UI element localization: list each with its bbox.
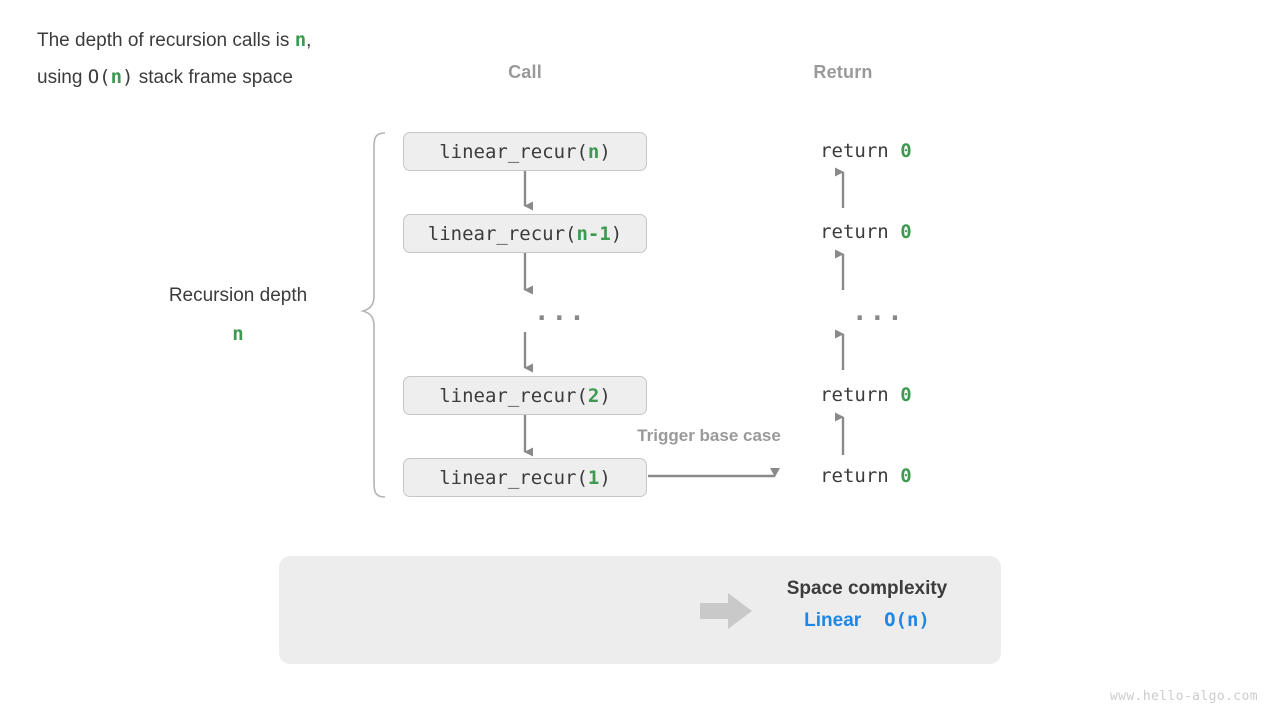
call-frame-fn: linear_recur( <box>427 222 577 245</box>
call-frame-fn: linear_recur( <box>439 384 588 407</box>
return-keyword: return <box>820 221 901 243</box>
return-statement: return 0 <box>774 199 912 265</box>
summary-line-2: using O(n) stack frame space <box>37 59 311 96</box>
column-header-return: Return <box>813 62 873 82</box>
recursion-depth-label: Recursion depth <box>168 285 308 306</box>
return-value: 0 <box>900 384 912 406</box>
summary-result-value: Linear O(n) <box>787 609 948 632</box>
call-frame-arg: n <box>587 140 600 163</box>
summary-line2-bigo-open: O( <box>87 66 111 88</box>
return-value: 0 <box>900 221 912 243</box>
call-frame-arg: 1 <box>587 466 600 489</box>
summary-result: Space complexity Linear O(n) <box>787 578 948 632</box>
call-frame-box[interactable]: linear_recur(n) <box>403 132 647 171</box>
call-frame-box[interactable]: linear_recur(n-1) <box>403 214 647 253</box>
call-frame-close: ) <box>599 140 611 163</box>
return-column-ellipsis: ... <box>781 267 905 357</box>
summary-line2-post: stack frame space <box>133 67 293 88</box>
watermark: www.hello-algo.com <box>1109 689 1258 704</box>
summary-line1-pre: The depth of recursion calls is <box>37 30 295 51</box>
return-statement: return 0 <box>774 362 912 428</box>
summary-line1-var: n <box>294 29 307 51</box>
return-keyword: return <box>820 465 901 487</box>
summary-line2-pre: using <box>37 67 88 88</box>
return-value: 0 <box>900 140 912 162</box>
summary-line2-var: n <box>110 66 123 88</box>
summary-line2-bigo-close: ) <box>122 66 134 88</box>
summary-result-title: Space complexity <box>786 578 948 599</box>
summary-panel <box>279 556 1001 664</box>
summary-line1-post: , <box>306 30 312 51</box>
return-value: 0 <box>900 465 912 487</box>
call-column-ellipsis: ... <box>463 267 587 357</box>
complexity-notation <box>861 609 884 631</box>
recursion-depth-value: n <box>232 323 244 345</box>
complexity-label: Linear <box>804 610 862 631</box>
call-frame-box[interactable]: linear_recur(1) <box>403 458 647 497</box>
call-frame-arg: n-1 <box>576 222 611 245</box>
call-frame-fn: linear_recur( <box>439 466 588 489</box>
call-frame-close: ) <box>610 222 623 245</box>
return-statement: return 0 <box>774 118 912 184</box>
trigger-base-case-label: Trigger base case <box>637 426 781 445</box>
recursion-depth-brace <box>360 132 386 498</box>
call-frame-arg: 2 <box>587 384 600 407</box>
call-frame-close: ) <box>599 384 611 407</box>
return-statement: return 0 <box>774 443 912 509</box>
call-frame-fn: linear_recur( <box>439 140 588 163</box>
call-frame-box[interactable]: linear_recur(2) <box>403 376 647 415</box>
return-keyword: return <box>820 384 901 406</box>
summary-line-1: The depth of recursion calls is n, <box>37 22 311 59</box>
summary-arrow-icon <box>700 593 752 629</box>
return-keyword: return <box>820 140 901 162</box>
summary-description: The depth of recursion calls is n, using… <box>37 22 311 96</box>
column-header-call: Call <box>508 62 542 82</box>
call-frame-close: ) <box>599 466 611 489</box>
ellipsis-text: ... <box>851 297 905 327</box>
complexity-notation-text: O(n) <box>884 609 930 631</box>
ellipsis-text: ... <box>533 297 587 327</box>
